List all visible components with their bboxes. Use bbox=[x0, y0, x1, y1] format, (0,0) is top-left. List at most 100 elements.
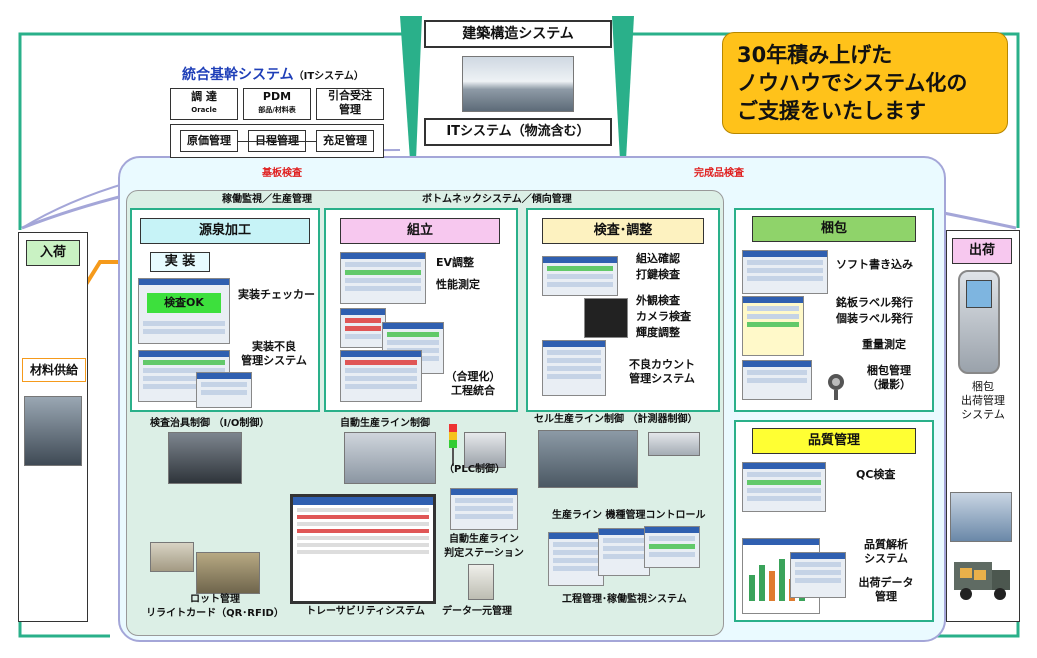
erp-title-main: 統合基幹システム bbox=[182, 67, 294, 83]
hinshitsu-header: 品質管理 bbox=[752, 428, 916, 454]
handheld-screen bbox=[966, 280, 992, 308]
soft-screenshot bbox=[742, 250, 828, 294]
checker-screenshot: 検査OK bbox=[138, 278, 230, 344]
station-screenshot bbox=[450, 488, 518, 530]
callout-line-2: ノウハウでシステム化の bbox=[737, 71, 968, 95]
erp-box-procurement-main: 調 達 bbox=[191, 90, 217, 103]
signal-tower-icon bbox=[449, 424, 457, 466]
jig-photo bbox=[168, 432, 242, 484]
erp-box-fulfillment: 充足管理 bbox=[316, 130, 374, 152]
qc-screenshot bbox=[742, 462, 826, 512]
building-title: 建築構造システム bbox=[424, 20, 612, 48]
cell-line-label: セル生産ライン制御 （計測器制御） bbox=[534, 414, 698, 425]
model-ctrl-label: 生産ライン 機種管理コントロール bbox=[552, 510, 706, 521]
warehouse-photo bbox=[24, 396, 82, 466]
shukka-header: 出荷 bbox=[952, 238, 1012, 264]
callout-line-1: 30年積み上げた bbox=[737, 43, 893, 67]
building-photo bbox=[462, 56, 574, 112]
kado-kanshi-label: 稼働監視／生産管理 bbox=[222, 194, 312, 205]
erp-box-cost: 原価管理 bbox=[180, 130, 238, 152]
konpo-header: 梱包 bbox=[752, 216, 916, 242]
process-screenshot-1 bbox=[548, 532, 604, 586]
erp-box-order-sub: 管理 bbox=[339, 103, 361, 116]
kumitate-screenshot-4 bbox=[340, 350, 422, 402]
lot-label-2: リライトカード（QR･RFID） bbox=[146, 608, 284, 619]
auto-line-label: 自動生産ライン制御 bbox=[340, 418, 430, 429]
erp-box-procurement-sub: Oracle bbox=[191, 106, 217, 114]
erp-box-order-main: 引合受注 bbox=[328, 89, 372, 102]
label-item-2: 個装ラベル発行 bbox=[836, 312, 913, 325]
jig-label: 検査治具制御 （I/O制御） bbox=[150, 418, 270, 429]
furyo-label-1: 実装不良 bbox=[252, 340, 296, 353]
it-system-title: ITシステム（物流含む） bbox=[424, 118, 612, 146]
kiban-kensa-label: 基板検査 bbox=[262, 168, 302, 179]
qc-label: QC検査 bbox=[856, 468, 896, 481]
card-reader-photo bbox=[196, 552, 260, 594]
erp-box-pdm-main: PDM bbox=[262, 90, 292, 103]
gouri-label-2: 工程統合 bbox=[451, 384, 495, 397]
erp-title-sub: （ITシステム） bbox=[293, 71, 364, 82]
ev-screenshot bbox=[340, 252, 426, 304]
kensa-item-4: カメラ検査 bbox=[636, 310, 691, 323]
erp-box-procurement: 調 達 Oracle bbox=[170, 88, 238, 120]
kensa-item-2: 打鍵検査 bbox=[636, 268, 680, 281]
plc-label: （PLC制御） bbox=[444, 464, 506, 475]
station-label-1: 自動生産ライン bbox=[449, 534, 519, 545]
cell-line-photo bbox=[538, 430, 638, 488]
station-label-2: 判定ステーション bbox=[444, 548, 524, 559]
weight-screenshot bbox=[742, 360, 812, 400]
konpo-photo-label-1: 梱包管理 bbox=[867, 364, 911, 377]
erp-box-pdm-sub: 部品/材料表 bbox=[258, 106, 296, 114]
genryu-header: 源泉加工 bbox=[140, 218, 310, 244]
process-screenshot-2 bbox=[598, 528, 650, 576]
plc-photo bbox=[464, 432, 506, 468]
process-screenshot-3 bbox=[644, 526, 700, 568]
checker-label: 実装チェッカー bbox=[238, 288, 315, 301]
kensa-item-5: 輝度調整 bbox=[636, 326, 680, 339]
handheld-terminal bbox=[958, 270, 1000, 374]
shukka-caption-1: 梱包 bbox=[972, 380, 994, 393]
zairyo-label: 材料供給 bbox=[22, 358, 86, 382]
process-label: 工程管理･稼働監視システム bbox=[562, 594, 687, 605]
shukka-caption-2: 出荷管理 bbox=[961, 394, 1005, 407]
erp-connector bbox=[238, 141, 316, 142]
trace-monitor bbox=[290, 494, 436, 604]
kanseihin-kensa-label: 完成品検査 bbox=[694, 168, 744, 179]
server-photo bbox=[468, 564, 494, 600]
seino-label: 性能測定 bbox=[436, 278, 480, 291]
furyo-screenshot bbox=[138, 350, 230, 402]
rfid-card-photo bbox=[150, 542, 194, 572]
weight-label: 重量測定 bbox=[862, 338, 906, 351]
furyo-count-label-1: 不良カウント bbox=[629, 358, 695, 371]
label-screenshot bbox=[742, 296, 804, 356]
callout-line-3: ご支援をいたします bbox=[737, 99, 926, 123]
jisso-label: 実 装 bbox=[150, 252, 210, 272]
rack-photo bbox=[950, 492, 1012, 542]
furyo-count-screenshot bbox=[542, 340, 606, 396]
ship-data-label-2: 管理 bbox=[875, 590, 897, 603]
gouri-label-1: （合理化） bbox=[445, 370, 501, 383]
kensa-screenshot-1 bbox=[542, 256, 618, 296]
kensa-item-3: 外観検査 bbox=[636, 294, 680, 307]
soft-label: ソフト書き込み bbox=[836, 258, 913, 271]
data-mgmt-label: データ一元管理 bbox=[442, 606, 512, 617]
kumitate-header: 組立 bbox=[340, 218, 500, 244]
trace-label: トレーサビリティシステム bbox=[306, 606, 425, 617]
nyuka-header: 入荷 bbox=[26, 240, 80, 266]
truck-icon bbox=[954, 562, 1010, 600]
kensa-header: 検査･調整 bbox=[542, 218, 704, 244]
erp-title: 統合基幹システム（ITシステム） bbox=[182, 64, 392, 84]
kensa-item-1: 組込確認 bbox=[636, 252, 680, 265]
camera-screenshot bbox=[584, 298, 628, 338]
bottleneck-label: ボトムネックシステム／傾向管理 bbox=[422, 194, 572, 205]
analysis-label-2: システム bbox=[864, 552, 908, 565]
label-item-1: 銘板ラベル発行 bbox=[836, 296, 913, 309]
callout-box: 30年積み上げた ノウハウでシステム化の ご支援をいたします bbox=[722, 32, 1008, 134]
ship-data-label-1: 出荷データ bbox=[858, 576, 914, 589]
lot-label-1: ロット管理 bbox=[190, 594, 240, 605]
erp-box-pdm: PDM 部品/材料表 bbox=[243, 88, 311, 120]
kumitate-screenshot-2 bbox=[340, 308, 386, 348]
analysis-label-1: 品質解析 bbox=[864, 538, 908, 551]
furyo-count-label-2: 管理システム bbox=[629, 372, 695, 385]
auto-line-photo bbox=[344, 432, 436, 484]
